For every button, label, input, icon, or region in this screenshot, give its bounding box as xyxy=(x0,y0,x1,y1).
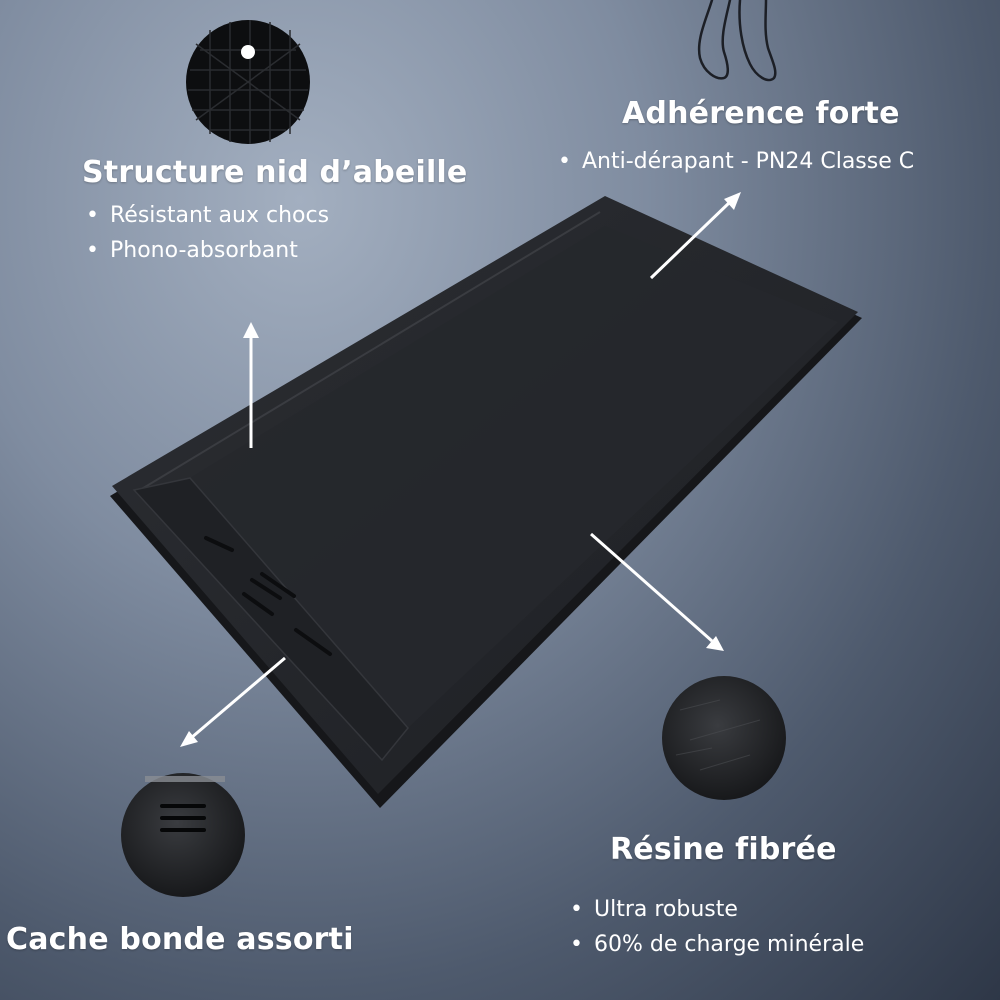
adherence-bullets: Anti-dérapant - PN24 Classe C xyxy=(558,144,914,179)
cache-title: Cache bonde assorti xyxy=(6,922,354,957)
drain-cover-detail-icon xyxy=(121,773,245,897)
adherence-bullet-1: Anti-dérapant - PN24 Classe C xyxy=(558,144,914,179)
honeycomb-detail-icon xyxy=(186,20,310,144)
tray-rim-edge xyxy=(139,211,601,491)
structure-bullet-2: Phono-absorbant xyxy=(86,233,329,268)
adherence-title: Adhérence forte xyxy=(622,96,900,131)
structure-title: Structure nid d’abeille xyxy=(82,155,468,190)
drain-channel xyxy=(132,477,409,762)
structure-bullet-1: Résistant aux chocs xyxy=(86,198,329,233)
shower-tray xyxy=(110,196,862,808)
drain-slots xyxy=(204,536,332,656)
resine-bullet-2: 60% de charge minérale xyxy=(570,927,864,962)
arrow-cache xyxy=(180,656,286,747)
resin-texture-icon xyxy=(662,676,786,800)
resine-bullets: Ultra robuste 60% de charge minérale xyxy=(570,892,864,962)
resine-title: Résine fibrée xyxy=(610,832,837,867)
arrows xyxy=(180,192,741,747)
resine-bullet-1: Ultra robuste xyxy=(570,892,864,927)
arrow-up-structure xyxy=(243,322,259,448)
arrow-adherence xyxy=(649,192,741,280)
structure-bullets: Résistant aux chocs Phono-absorbant xyxy=(86,198,329,268)
feet-icon xyxy=(697,0,777,82)
arrow-resine xyxy=(590,532,724,651)
tray-inner-surface xyxy=(190,226,838,728)
